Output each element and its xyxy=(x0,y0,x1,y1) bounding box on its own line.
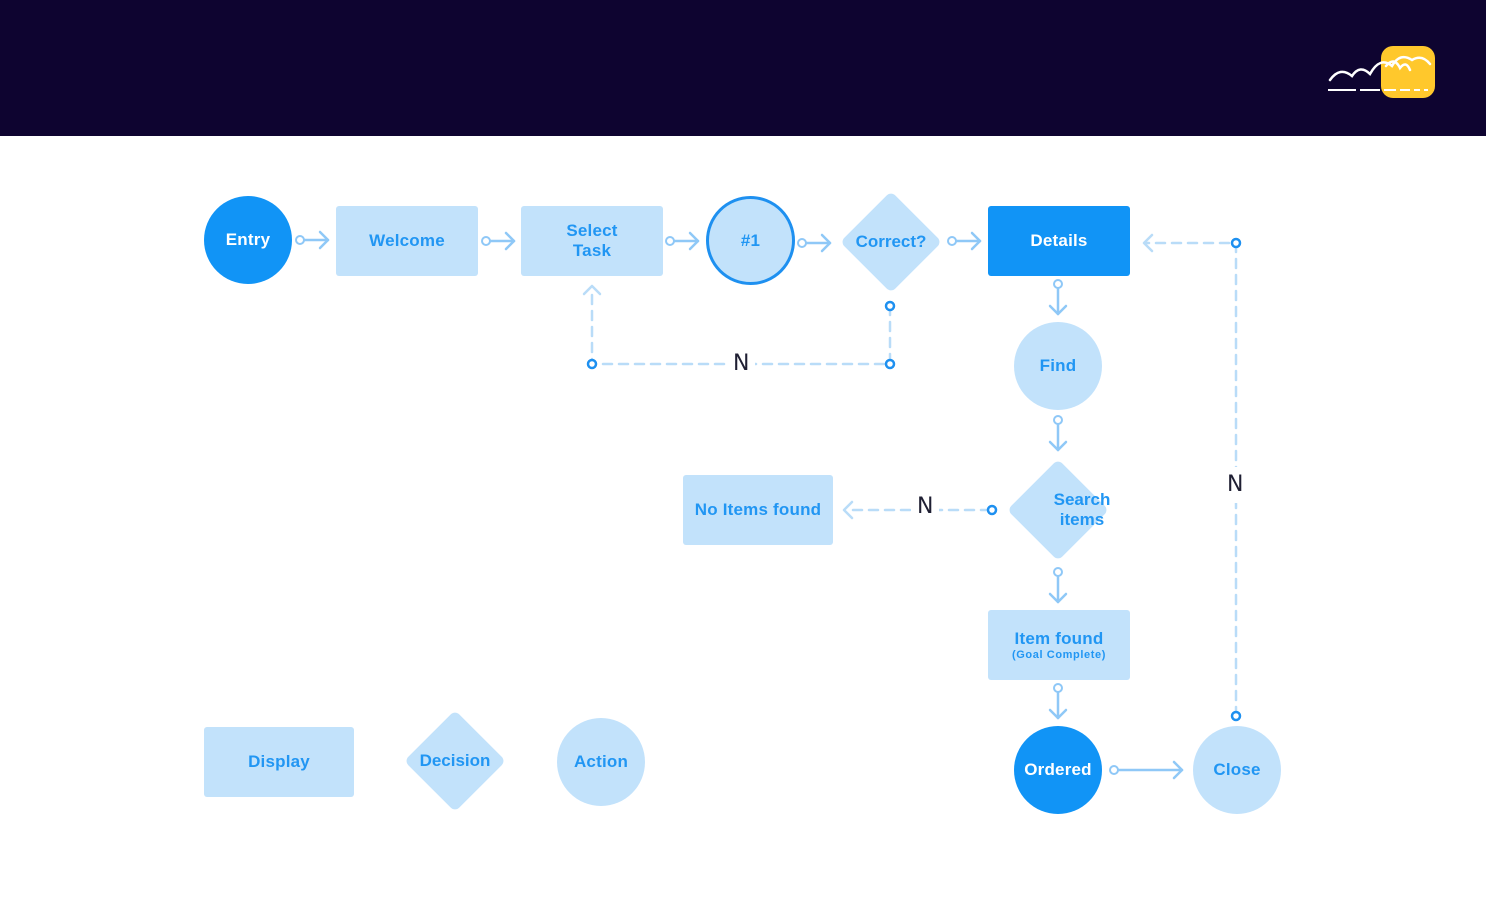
select-task-node: Select Task xyxy=(521,206,663,276)
welcome-node: Welcome xyxy=(336,206,478,276)
arrow-search-itemfound xyxy=(1048,574,1068,604)
no-label-close: N xyxy=(1221,467,1250,503)
no-label-correct: N xyxy=(727,352,756,376)
correct-decision: Correct? xyxy=(840,191,942,293)
arrowhead-noitems xyxy=(842,500,854,520)
arrow-welcome-select xyxy=(488,231,516,251)
arrow-select-step1 xyxy=(672,231,700,251)
no-label-search: N xyxy=(911,495,940,519)
step-1-node: #1 xyxy=(706,196,795,285)
item-found-node: Item found (Goal Complete) xyxy=(988,610,1130,680)
arrow-details-find xyxy=(1048,286,1068,316)
top-banner xyxy=(0,0,1486,136)
item-found-sublabel: (Goal Complete) xyxy=(1012,648,1106,661)
entry-node: Entry xyxy=(204,196,292,284)
legend-decision-label: Decision xyxy=(419,751,491,770)
legend-action: Action xyxy=(557,718,645,806)
arrow-ordered-close xyxy=(1116,760,1184,780)
search-items-decision: Search items xyxy=(1007,459,1110,561)
find-node: Find xyxy=(1014,322,1102,410)
arrowhead-select xyxy=(582,284,602,296)
arrowhead-details xyxy=(1142,233,1154,253)
legend-display: Display xyxy=(204,727,354,797)
arrow-find-search xyxy=(1048,422,1068,452)
no-items-node: No Items found xyxy=(683,475,833,545)
ordered-node: Ordered xyxy=(1014,726,1102,814)
arrow-itemfound-ordered xyxy=(1048,690,1068,720)
close-node: Close xyxy=(1193,726,1281,814)
legend-decision: Decision xyxy=(404,710,506,812)
arrow-correct-details xyxy=(954,231,982,251)
search-items-label: Search items xyxy=(1053,490,1111,529)
brand-logo xyxy=(1328,46,1435,98)
arrow-entry-welcome xyxy=(302,230,330,250)
correct-label: Correct? xyxy=(855,232,927,251)
arrow-step1-correct xyxy=(804,233,832,253)
details-node: Details xyxy=(988,206,1130,276)
item-found-label: Item found xyxy=(1014,628,1104,648)
